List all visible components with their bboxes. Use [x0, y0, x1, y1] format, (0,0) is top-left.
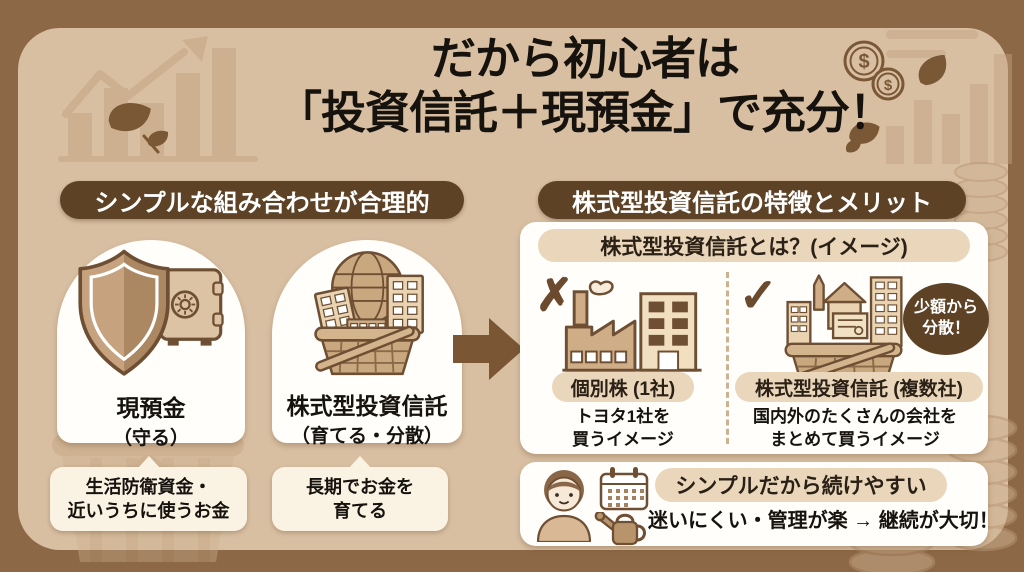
- benefit-pill: シンプルだから続けやすい: [655, 468, 947, 502]
- fund-card-title: 株式型投資信託: [286, 393, 448, 419]
- left-section-header: シンプルな組み合わせが合理的: [60, 181, 464, 219]
- title-line-2: 「投資信託＋現預金」で充分！: [276, 87, 894, 138]
- left-section-header-label: シンプルな組み合わせが合理的: [94, 189, 430, 217]
- bad-caption-line-2: 買うイメージ: [572, 429, 674, 449]
- fund-note-line-2: 育てる: [333, 501, 387, 521]
- comparison-divider: [726, 272, 729, 444]
- definition-header-label: 株式型投資信託とは？(イメージ): [600, 235, 908, 259]
- basket-globe-icon: [313, 251, 424, 376]
- good-option-label-pill: 株式型投資信託 (複数社): [735, 372, 983, 402]
- title-line-1: だから初心者は: [430, 33, 740, 84]
- page-title: だから初心者は 「投資信託＋現預金」で充分！: [150, 32, 1020, 140]
- x-mark-icon: ✗: [535, 271, 574, 320]
- bad-option-caption: トヨタ1社を 買うイメージ: [525, 406, 721, 452]
- bad-option-label-pill: 個別株 (1社): [552, 372, 694, 402]
- badge-line-1: 少額から: [913, 299, 978, 317]
- good-caption-line-2: まとめて買うイメージ: [770, 429, 940, 449]
- shield-safe-icon: [78, 249, 224, 376]
- cash-card-subtitle: （守る）: [112, 428, 189, 449]
- right-section-header: 株式型投資信託の特徴とメリット: [538, 181, 966, 219]
- good-caption-line-1: 国内外のたくさんの会社を: [753, 407, 957, 426]
- badge-line-2: 分散！: [921, 320, 970, 337]
- benefit-pill-label: シンプルだから続けやすい: [675, 475, 927, 498]
- good-option-caption: 国内外のたくさんの会社を まとめて買うイメージ: [722, 406, 988, 452]
- fund-note-line-1: 長期でお金を: [306, 476, 414, 497]
- bad-option-label: 個別株 (1社): [570, 378, 676, 400]
- fund-card: 株式型投資信託 （育てる・分散）: [272, 240, 462, 447]
- good-option-label: 株式型投資信託 (複数社): [755, 378, 963, 400]
- cash-note-line-2: 近いうちに使うお金: [67, 501, 230, 521]
- benefit-text: 迷いにくい・管理が楽 → 継続が大切！: [648, 510, 999, 532]
- right-section-header-label: 株式型投資信託の特徴とメリット: [572, 189, 932, 217]
- cash-card: 現預金 （守る）: [57, 240, 245, 449]
- check-mark-icon: ✓: [738, 269, 779, 321]
- cash-note-line-1: 生活防衛資金・: [85, 476, 212, 497]
- definition-header-pill: 株式型投資信託とは？(イメージ): [538, 229, 970, 262]
- fund-note-bubble: 長期でお金を 育てる: [272, 456, 448, 531]
- cash-note-bubble: 生活防衛資金・ 近いうちに使うお金: [50, 456, 247, 531]
- bad-caption-line-1: トヨタ1社を: [575, 407, 671, 426]
- small-amount-badge: 少額から 分散！: [903, 283, 989, 355]
- cash-card-title: 現預金: [116, 395, 186, 421]
- fund-card-subtitle: （育てる・分散）: [290, 426, 443, 447]
